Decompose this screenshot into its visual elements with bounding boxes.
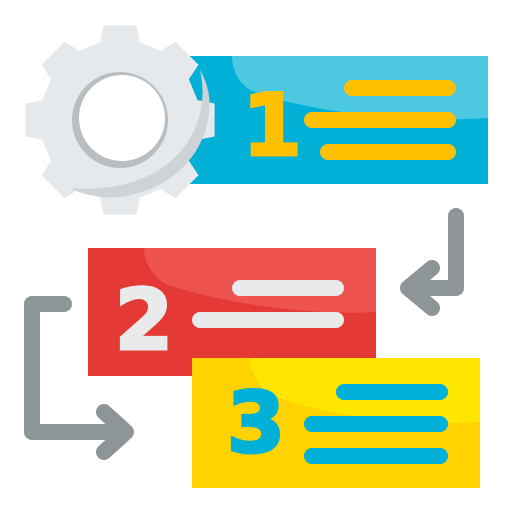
return-arrow-icon (400, 208, 464, 316)
step-card-2-number: 2 (115, 271, 173, 369)
step-card-3-number: 3 (227, 374, 285, 472)
return-arrow-shaft (408, 208, 464, 296)
gear-hole (79, 75, 165, 161)
gear-icon (25, 25, 215, 215)
step-card-2: 2 (88, 248, 376, 376)
step-card-3: 3 (192, 358, 480, 488)
step-card-1-number: 1 (242, 76, 302, 176)
bracket-arrow-head (96, 404, 134, 460)
bracket-arrow-icon (24, 296, 134, 460)
bracket-arrow-shaft (24, 296, 128, 440)
step-card-1: 1 (178, 56, 488, 184)
gear-shadow (70, 70, 210, 198)
return-arrow-head (400, 260, 440, 316)
